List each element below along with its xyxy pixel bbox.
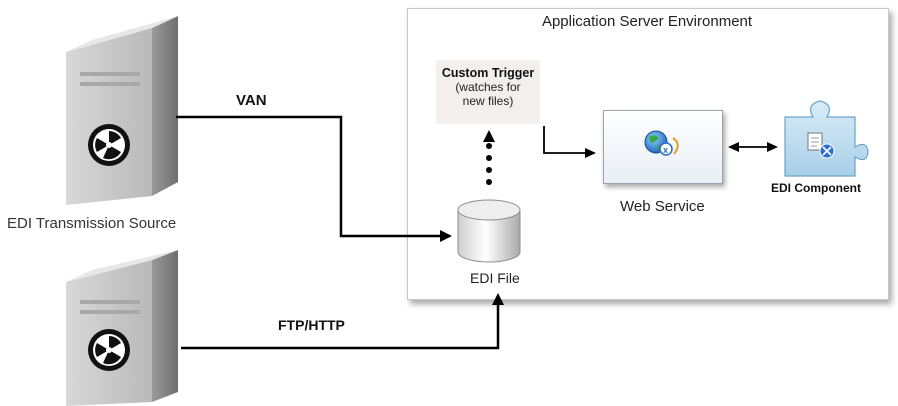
custom-trigger-box: Custom Trigger (watches for new files) [436,60,540,124]
van-label: VAN [236,92,267,109]
trigger-line-2: new files) [462,94,514,108]
environment-title: Application Server Environment [541,13,753,30]
trigger-title: Custom Trigger [441,66,535,80]
watch-arrow [483,130,495,185]
database-icon [457,199,521,263]
ftp-connector [181,293,504,350]
server-icon [66,16,178,205]
svg-text:x: x [663,145,668,155]
web-service-icon: x [644,130,679,156]
van-connector [176,115,452,242]
puzzle-component-icon [784,100,869,177]
web-service-label: Web Service [620,198,705,215]
trigger-line-1: (watches for [455,80,521,94]
edi-component-label: EDI Component [771,181,861,195]
ftp-label: FTP/HTTP [278,317,345,333]
server-icon [66,250,178,406]
trigger-to-service-connector [543,126,596,158]
edi-file-label: EDI File [470,270,520,286]
service-component-connector [728,142,778,152]
source-label: EDI Transmission Source [7,215,177,232]
